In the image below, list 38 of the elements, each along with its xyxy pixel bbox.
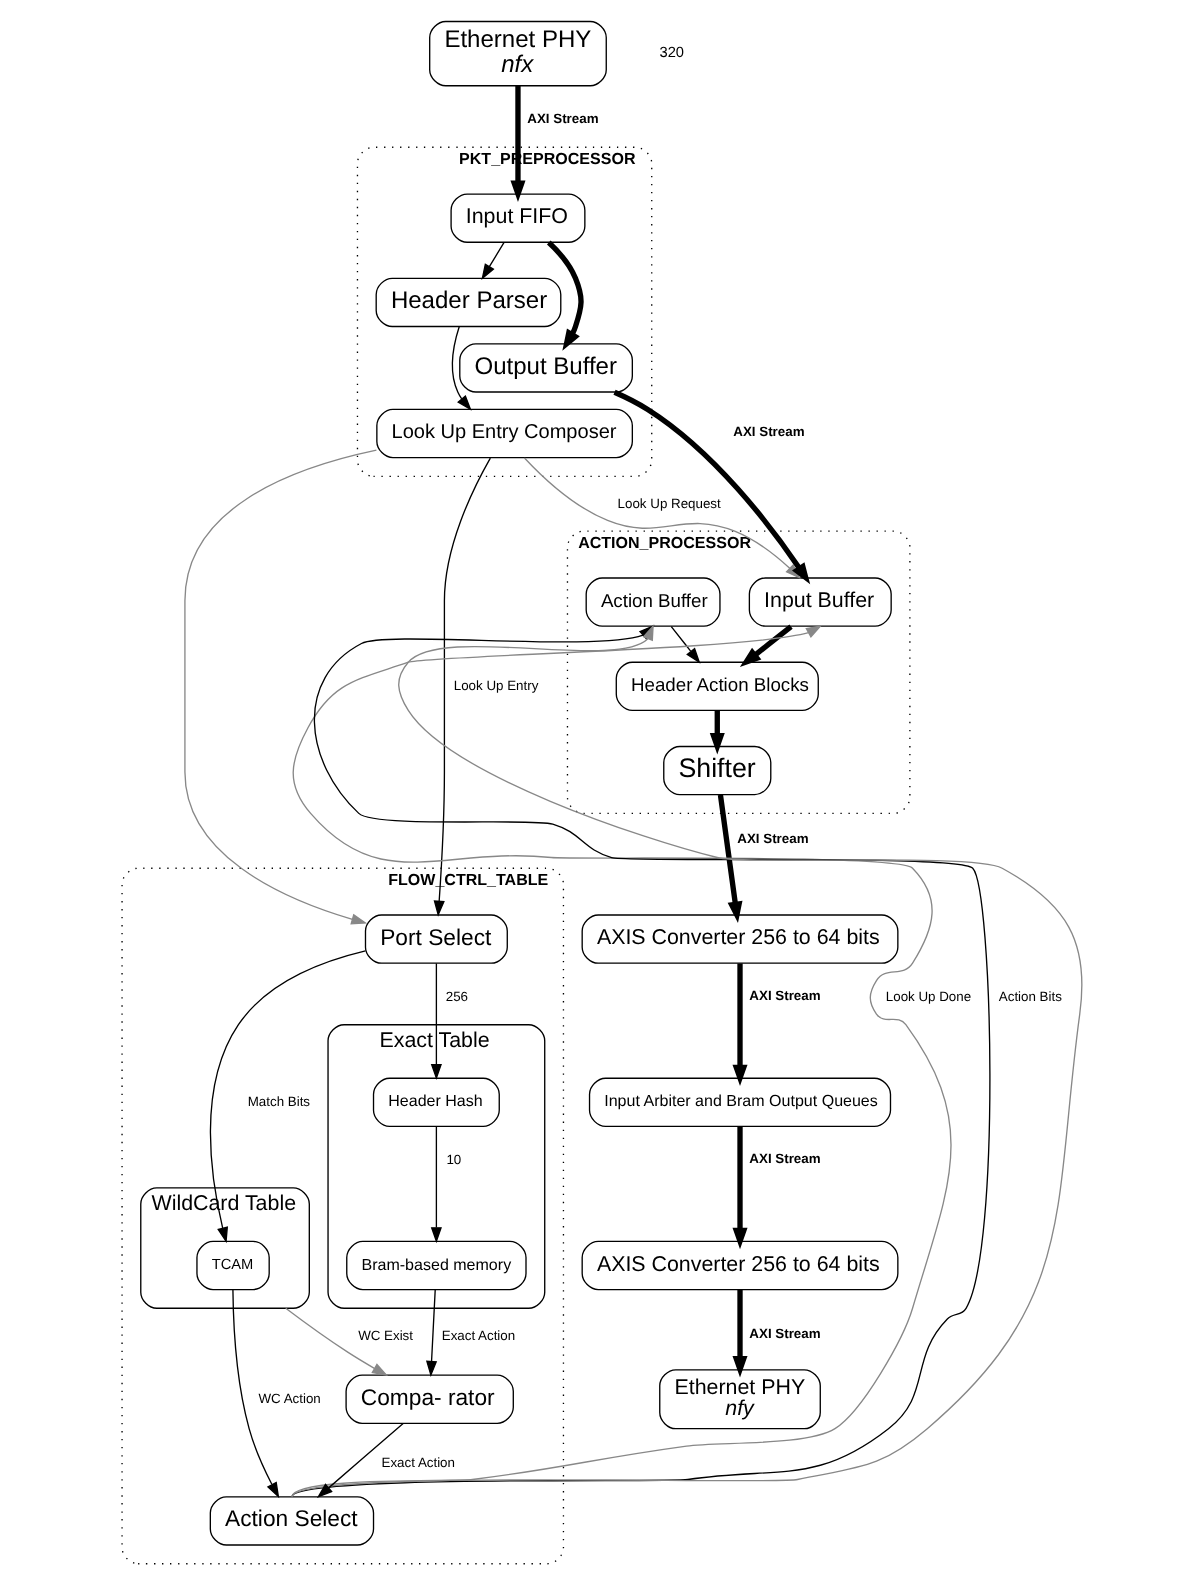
arrow (709, 710, 725, 755)
node-box: Ethernet PHY nfx (429, 20, 607, 87)
node-box: Compa- rator (345, 1374, 514, 1424)
arrow (732, 1289, 748, 1378)
node-box: Output Buffer (459, 343, 633, 393)
arrow (546, 240, 584, 351)
node-box: Shifter (663, 745, 772, 796)
node-box: Ethernet PHY nfy (659, 1369, 821, 1430)
arrow (481, 242, 505, 280)
arrow (232, 1289, 280, 1499)
arrow (717, 794, 743, 923)
node-box: Header Parser (375, 277, 562, 328)
node-box: Action Buffer (585, 577, 721, 627)
node-box: Action Select (209, 1496, 375, 1546)
node-box: Input Buffer (748, 577, 892, 627)
node-box: AXIS Converter 256 to 64 bits (581, 914, 899, 964)
arrow (184, 449, 378, 925)
node-box: TCAM (196, 1240, 270, 1291)
arrow (670, 625, 701, 664)
node-box: Port Select (364, 914, 508, 964)
arrow (739, 624, 793, 668)
arrow (209, 950, 367, 1244)
arrow (732, 963, 748, 1087)
arrow (430, 962, 442, 1081)
node-box: Input FIFO (450, 193, 586, 243)
arrow (451, 325, 472, 411)
arrow (425, 1289, 438, 1377)
arrow (613, 389, 811, 585)
arrow (430, 1125, 442, 1244)
arrow (316, 1422, 404, 1499)
node-box: AXIS Converter 256 to 64 bits (581, 1240, 899, 1291)
label: 320 (659, 43, 685, 62)
node-box: Header Action Blocks (615, 661, 819, 712)
arrow (732, 1126, 748, 1250)
arrow (285, 1307, 389, 1377)
node-box: Look Up Entry Composer (376, 408, 633, 459)
arrow (433, 457, 491, 917)
arrow (510, 85, 526, 203)
